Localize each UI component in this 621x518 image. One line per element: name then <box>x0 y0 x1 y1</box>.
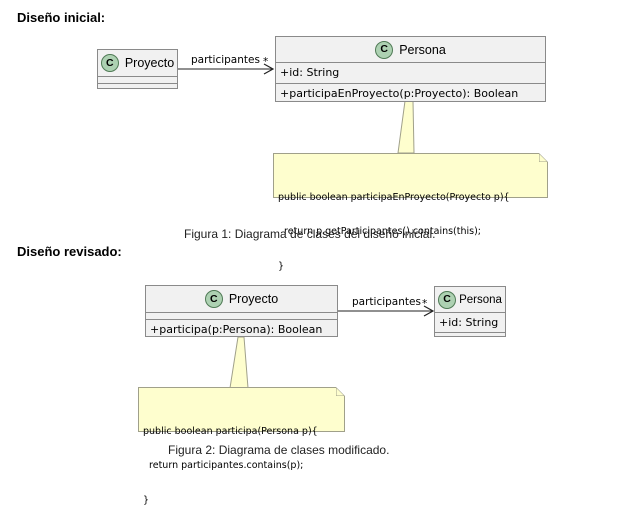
note-line: return p.getParticipantes().contains(thi… <box>278 226 481 237</box>
association-label-1: participantes <box>191 54 260 66</box>
class-header: C Persona <box>276 37 545 62</box>
class-name: Proyecto <box>124 56 175 70</box>
class-name: Proyecto <box>228 292 279 306</box>
figure-caption-2: Figura 2: Diagrama de clases modificado. <box>168 443 390 457</box>
connector-lines <box>178 63 435 389</box>
class-persona-2[interactable]: C Persona +id: String <box>434 286 506 337</box>
association-arrowhead-1 <box>263 63 275 75</box>
methods-compartment <box>435 332 505 333</box>
section1-title: Diseño inicial: <box>17 10 106 25</box>
multiplicity-1: * <box>263 56 269 68</box>
class-c-icon: C <box>438 290 457 309</box>
association-label-2: participantes <box>352 296 421 308</box>
code-note-1: public boolean participaEnProyecto(Proye… <box>273 153 548 272</box>
class-header: C Persona <box>435 287 505 312</box>
attributes-compartment <box>98 76 177 83</box>
class-header: C Proyecto <box>146 286 337 312</box>
class-name: Persona <box>459 293 502 306</box>
note-line: } <box>278 260 285 272</box>
figure-caption-1: Figura 1: Diagrama de clases del diseño … <box>184 227 436 241</box>
class-attribute: +id: String <box>435 312 505 332</box>
class-method: +participa(p:Persona): Boolean <box>146 319 337 339</box>
note-fold-icon <box>539 153 548 162</box>
class-method: +participaEnProyecto(p:Proyecto): Boolea… <box>276 83 545 103</box>
note-line: return participantes.contains(p); <box>143 460 304 471</box>
note-line: } <box>143 494 150 506</box>
section2-title: Diseño revisado: <box>17 244 122 259</box>
class-c-icon: C <box>100 54 119 72</box>
code-note-2: public boolean participa(Persona p){ ret… <box>138 387 345 506</box>
attributes-compartment <box>146 312 337 319</box>
class-c-icon: C <box>204 290 223 308</box>
association-arrowhead-2 <box>423 305 435 317</box>
class-proyecto-2[interactable]: C Proyecto +participa(p:Persona): Boolea… <box>145 285 338 337</box>
note-line: public boolean participa(Persona p){ <box>143 425 318 437</box>
note-fold-icon <box>336 387 345 396</box>
note-connector-2 <box>229 336 249 389</box>
class-proyecto-1[interactable]: C Proyecto <box>97 49 178 89</box>
class-name: Persona <box>399 42 446 57</box>
class-persona-1[interactable]: C Persona +id: String +participaEnProyec… <box>275 36 546 102</box>
class-header: C Proyecto <box>98 50 177 76</box>
multiplicity-2: * <box>422 298 428 310</box>
class-c-icon: C <box>375 40 394 59</box>
note-line: public boolean participaEnProyecto(Proye… <box>278 191 510 203</box>
note-connector-1 <box>397 100 415 154</box>
class-attribute: +id: String <box>276 62 545 83</box>
methods-compartment <box>98 83 177 84</box>
